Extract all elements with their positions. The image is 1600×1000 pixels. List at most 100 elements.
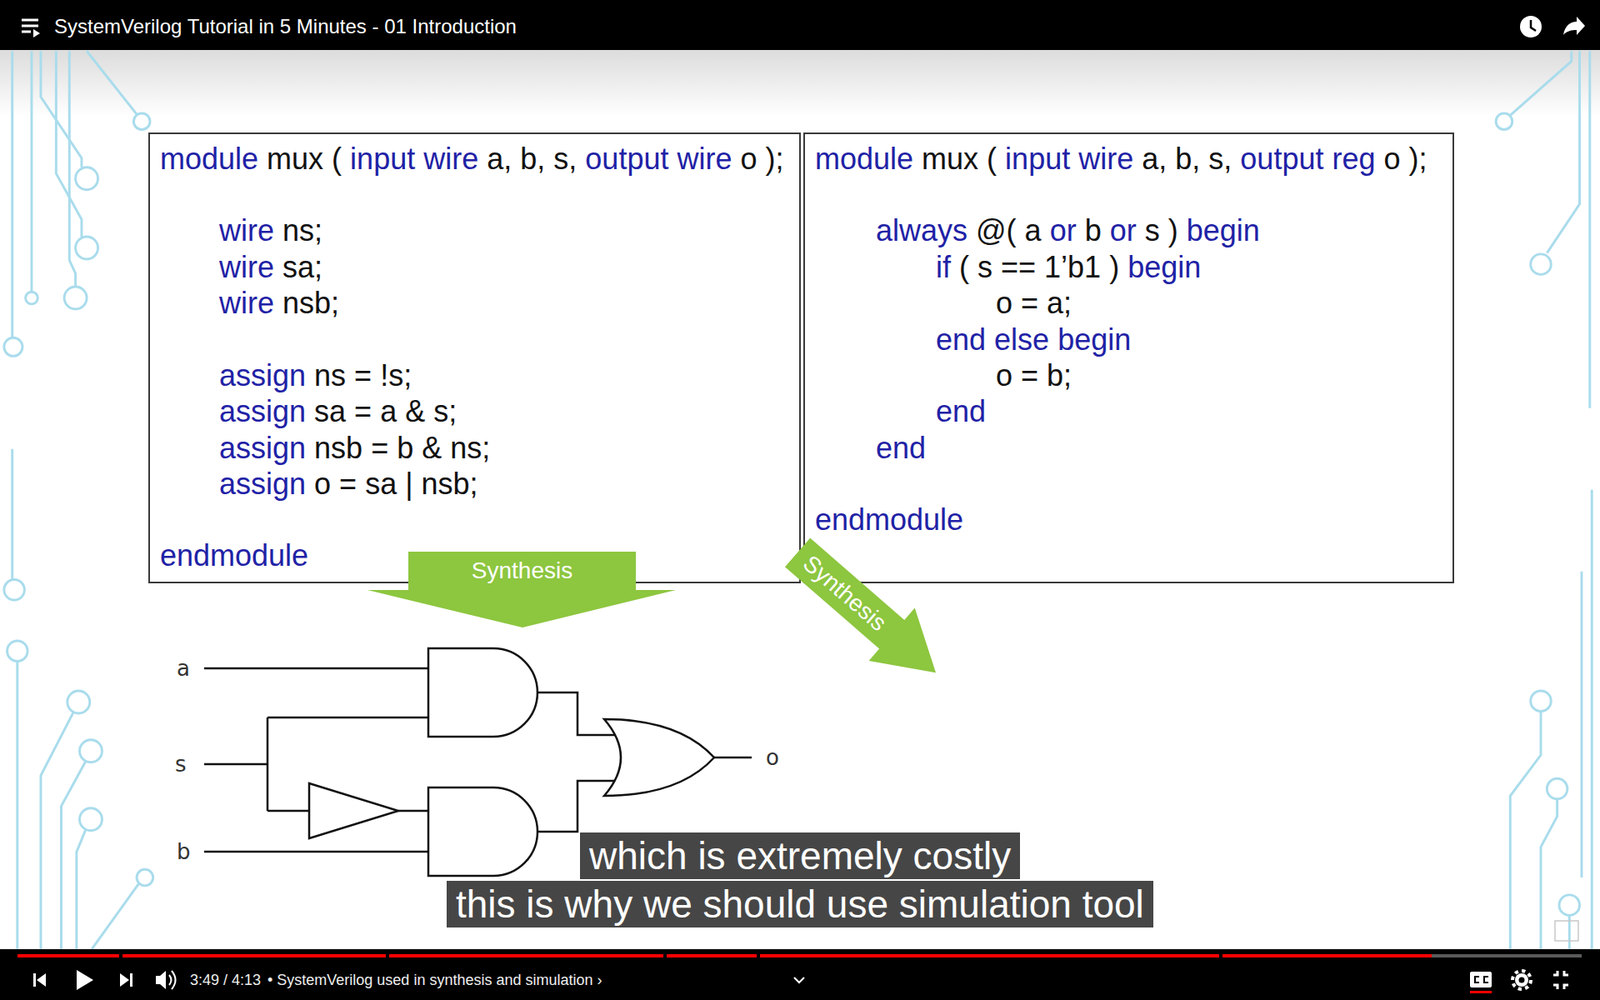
player-buttons <box>1512 970 1531 990</box>
logic-circuit <box>309 783 399 839</box>
arrow-outline <box>367 551 676 628</box>
progress-bar <box>17 954 1582 958</box>
code-line: module mux ( input wire a, b, s, output … <box>160 140 785 178</box>
circuit-decoration <box>75 167 99 190</box>
player-control-bar <box>0 949 1600 1000</box>
logic-circuit <box>204 850 429 854</box>
progress-bar <box>389 954 664 958</box>
code-line: wire <box>219 250 275 285</box>
subtitle-text: this is why we should use simulation too… <box>455 882 1145 926</box>
logic-circuit <box>428 787 538 876</box>
watermark-logo <box>1555 920 1579 941</box>
code-line: output <box>585 141 669 176</box>
circuit-decoration <box>91 883 139 949</box>
code-line: endmodule <box>160 537 309 575</box>
player-buttons <box>794 977 805 983</box>
arrow-label: Synthesis <box>408 551 636 590</box>
circuit-decoration <box>1510 50 1571 115</box>
slide-ground <box>0 50 1600 950</box>
circuit-decoration <box>60 760 85 949</box>
slide-top-fade <box>0 50 1600 117</box>
code-line: end <box>875 430 926 467</box>
progress-bar <box>1222 954 1432 958</box>
player-buttons <box>1470 990 1492 994</box>
code-line: always @( a or b or s ) begin <box>875 212 1260 250</box>
progress-bar <box>17 954 1432 958</box>
player-buttons <box>1475 976 1489 983</box>
player-buttons <box>155 970 166 990</box>
code-line: wire <box>676 141 732 176</box>
code-line: wire <box>1078 141 1134 176</box>
progress-bar <box>666 954 757 958</box>
circuit-decoration <box>76 830 86 950</box>
subtitle-text: which is extremely costly <box>589 834 1011 878</box>
player-buttons <box>1519 977 1525 984</box>
circuit-decoration <box>133 113 150 130</box>
code-line: endmodule <box>815 501 964 539</box>
logic-circuit <box>428 648 538 737</box>
code-line: assign <box>219 430 306 465</box>
synthesis-arrow: Synthesis <box>367 551 676 628</box>
code-line: begin <box>1186 213 1260 248</box>
code-line: or <box>1110 213 1137 248</box>
player-buttons <box>33 970 1569 994</box>
code-line: assign ns = !s; <box>219 357 412 395</box>
time-display: 3:49 / 4:13 <box>190 970 261 990</box>
subtitle-band: this is why we should use simulation too… <box>446 880 1154 928</box>
circuit-decoration <box>1495 113 1513 130</box>
logic-circuit <box>266 717 270 811</box>
logic-circuit <box>537 692 615 735</box>
player-buttons <box>120 973 130 987</box>
circuit-decoration <box>10 449 14 580</box>
circuit-decoration <box>1510 710 1541 949</box>
code-line: end else begin <box>935 321 1131 359</box>
code-line: reg <box>1331 141 1375 176</box>
code-line: module <box>160 141 259 176</box>
code-line: assign <box>219 466 306 501</box>
circuit-decoration <box>1590 490 1594 950</box>
player-buttons <box>36 973 46 987</box>
circuit-decoration <box>86 50 137 115</box>
circuit-decoration <box>80 740 103 763</box>
code-line: begin <box>1127 250 1201 285</box>
player-buttons <box>76 970 94 990</box>
circuit-decoration <box>4 337 23 356</box>
circuit-decoration <box>4 580 25 600</box>
code-line: wire <box>219 285 275 320</box>
code-line: endmodule <box>815 502 964 537</box>
code-line: output <box>1240 141 1324 176</box>
circuit-decoration <box>10 50 14 337</box>
progress-bar <box>122 954 386 958</box>
circuit-decoration <box>75 236 99 260</box>
circuit-decoration <box>25 291 39 305</box>
circuit-decoration <box>64 286 87 310</box>
watch-later-icon <box>1530 20 1536 31</box>
code-line: or <box>1050 213 1077 248</box>
code-line: endmodule <box>160 538 309 573</box>
code-line: assign <box>219 358 306 393</box>
watch-later-icon <box>1520 15 1542 38</box>
chapter-title: • SystemVerilog used in synthesis and si… <box>267 970 603 990</box>
code-line: end <box>935 322 986 357</box>
playlist-icon <box>21 20 39 32</box>
progress-bar <box>17 954 1582 958</box>
code-line: assign sa = a & s; <box>219 393 457 430</box>
circuit-decoration <box>40 712 74 950</box>
circuit-decoration <box>69 50 75 287</box>
code-line: input <box>1005 141 1070 176</box>
subtitle-band: which is extremely costly <box>580 832 1020 880</box>
progress-bar <box>760 954 1220 958</box>
code-line: module mux ( input wire a, b, s, output … <box>815 140 1428 178</box>
code-line: wire <box>423 141 479 176</box>
playlist-icon <box>21 20 40 38</box>
circuit-decoration <box>80 808 103 831</box>
circuit-decoration <box>67 690 90 714</box>
code-line: end <box>875 430 926 465</box>
code-line: always <box>875 213 968 248</box>
code-line: wire ns; <box>219 212 323 250</box>
video-title: SystemVerilog Tutorial in 5 Minutes - 01… <box>54 14 517 40</box>
code-line: end <box>935 394 986 429</box>
code-line: o = a; <box>995 285 1072 322</box>
circuit-decoration <box>136 869 154 886</box>
progress-bar <box>17 954 120 958</box>
